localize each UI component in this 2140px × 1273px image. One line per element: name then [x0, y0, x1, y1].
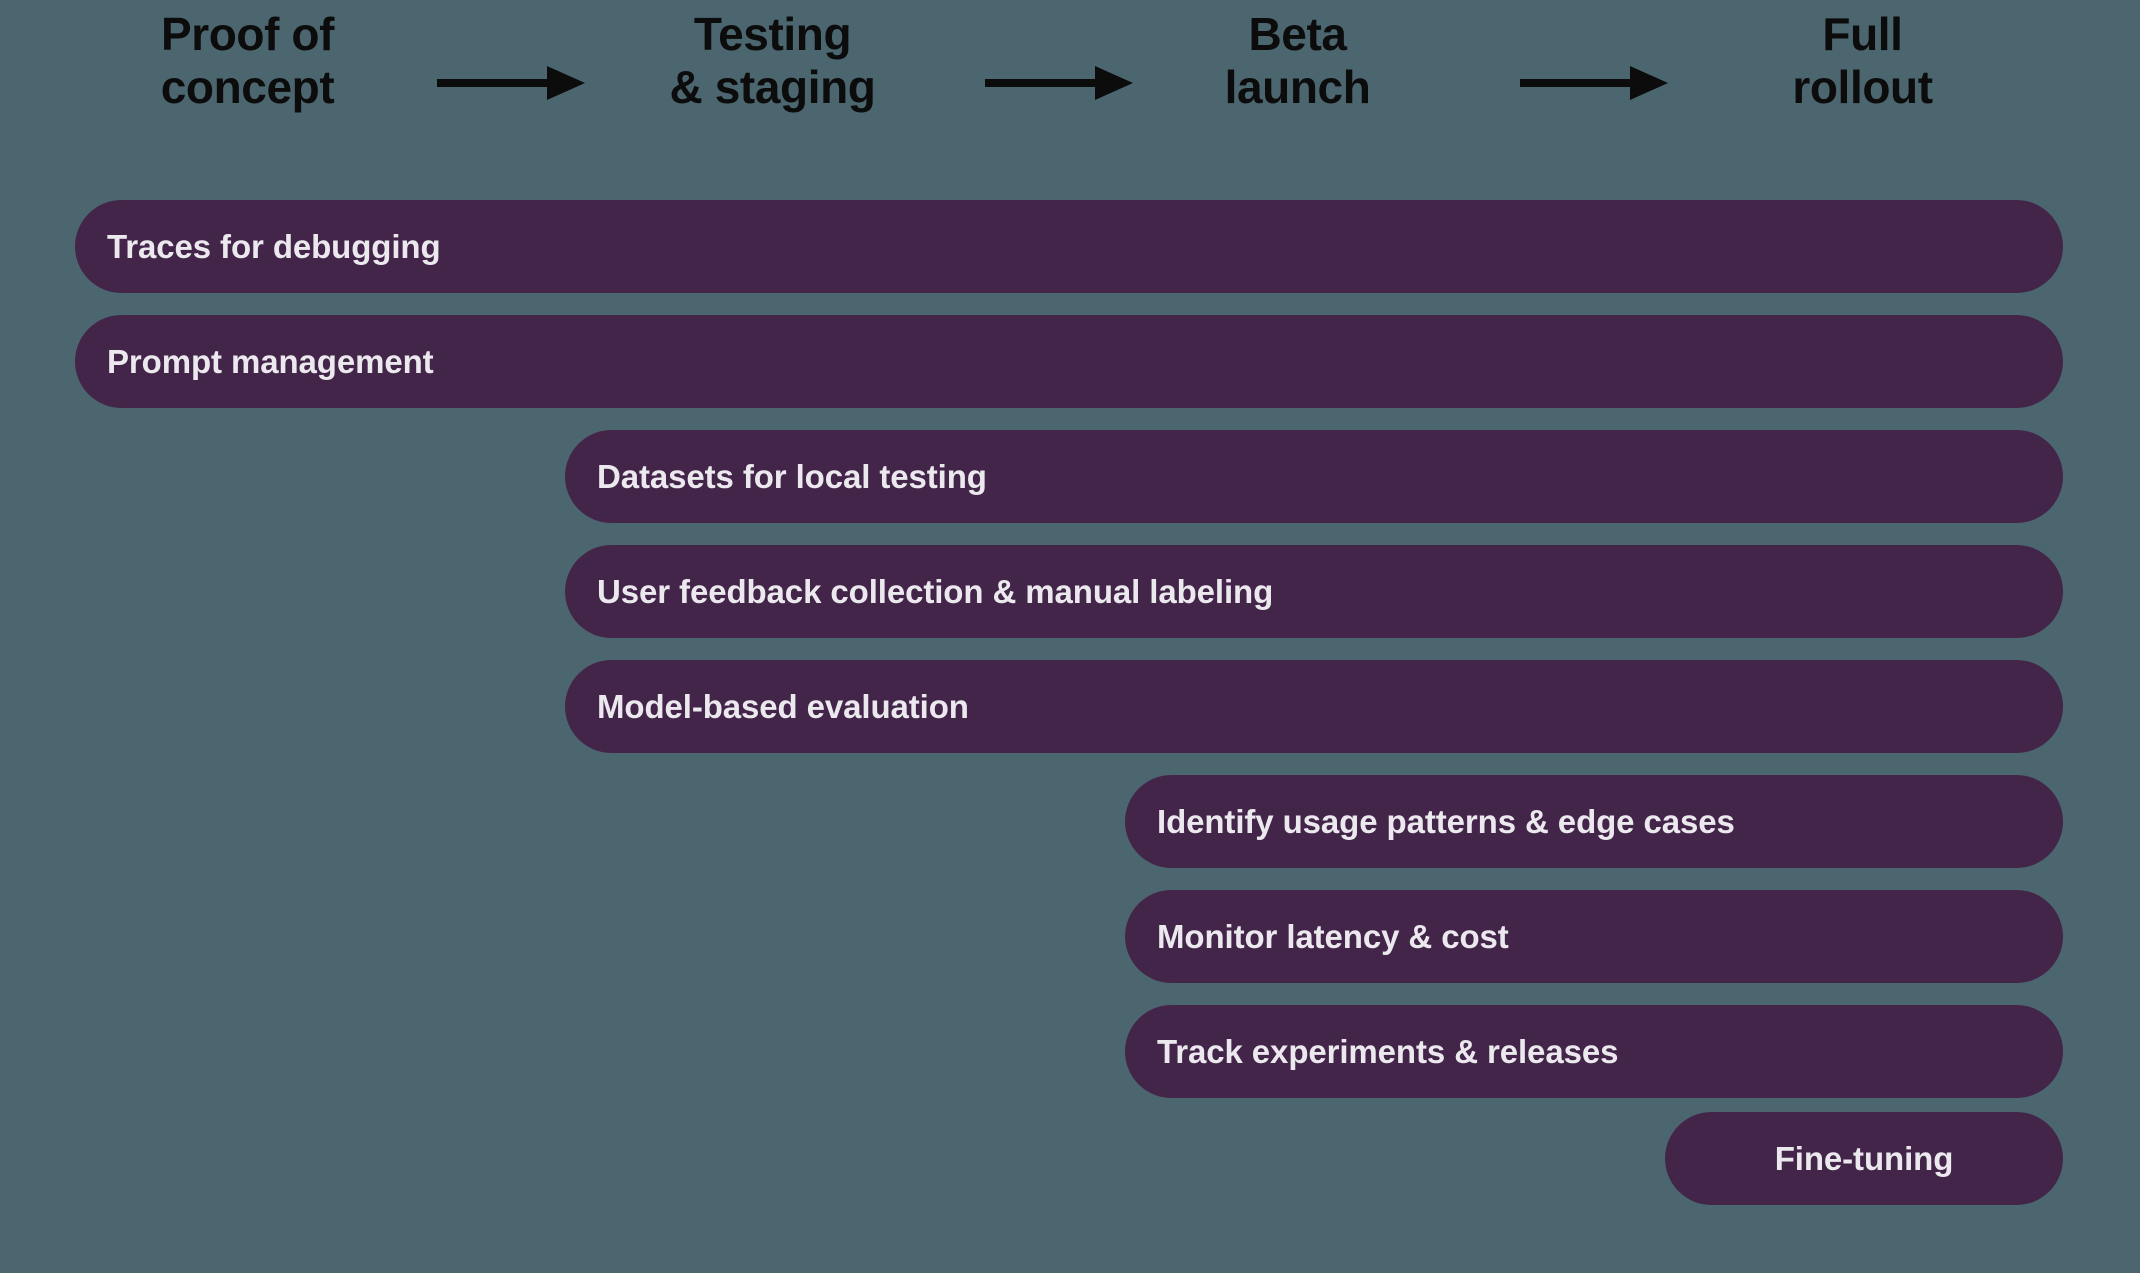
capability-label: Monitor latency & cost — [1157, 917, 1509, 955]
stage-header-testing-and-staging: Testing & staging — [669, 8, 876, 113]
capability-bar-identify-usage-patterns-and-edge-cases[interactable]: Identify usage patterns & edge cases — [1125, 775, 2063, 868]
capability-bar-track-experiments-and-releases[interactable]: Track experiments & releases — [1125, 1005, 2063, 1098]
stage-header-full-rollout: Full rollout — [1792, 8, 1933, 113]
capability-label: User feedback collection & manual labeli… — [597, 572, 1274, 610]
capability-bar-monitor-latency-and-cost[interactable]: Monitor latency & cost — [1125, 890, 2063, 983]
capability-bar-user-feedback-collection-and-manual-labeling[interactable]: User feedback collection & manual labeli… — [565, 545, 2063, 638]
stage-progression-arrow-icon — [1520, 62, 1668, 104]
capability-label: Traces for debugging — [107, 227, 441, 265]
capability-label: Datasets for local testing — [597, 457, 987, 495]
capability-label: Fine-tuning — [1774, 1139, 1954, 1177]
capability-label: Track experiments & releases — [1157, 1032, 1619, 1070]
capability-bar-traces-for-debugging[interactable]: Traces for debugging — [75, 200, 2063, 293]
capability-label: Identify usage patterns & edge cases — [1157, 802, 1735, 840]
stage-header-beta-launch: Beta launch — [1224, 8, 1371, 113]
stage-progression-arrow-icon — [985, 62, 1133, 104]
capability-bar-fine-tuning[interactable]: Fine-tuning — [1665, 1112, 2063, 1205]
capability-label: Model-based evaluation — [597, 687, 969, 725]
capability-bar-datasets-for-local-testing[interactable]: Datasets for local testing — [565, 430, 2063, 523]
capability-bar-prompt-management[interactable]: Prompt management — [75, 315, 2063, 408]
capability-bar-model-based-evaluation[interactable]: Model-based evaluation — [565, 660, 2063, 753]
stage-progression-arrow-icon — [437, 62, 585, 104]
capability-label: Prompt management — [107, 342, 434, 380]
stage-header-proof-of-concept: Proof of concept — [160, 8, 335, 113]
